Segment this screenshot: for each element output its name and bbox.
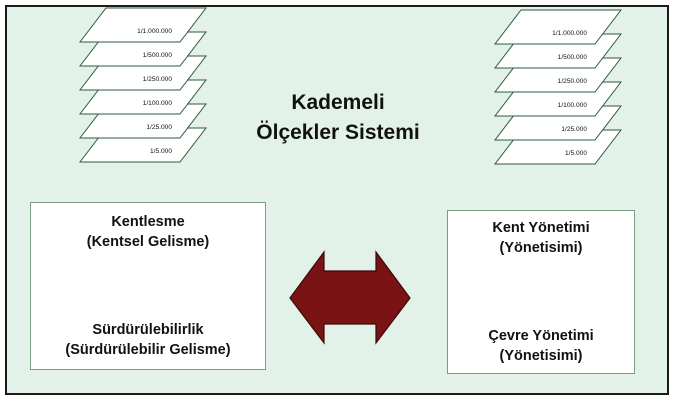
right-top-line-2: (Yönetisimi)	[499, 240, 583, 256]
left-scale-stack: 1/5.000 1/25.000 1/100.000 1/250.000 1/500.0…	[78, 7, 208, 163]
diagram-title: Kademeli Ölçekler Sistemi	[226, 88, 450, 148]
right-layer-label-5: 1/25.000	[561, 126, 587, 133]
left-layer-label-4: 1/100.000	[143, 100, 173, 107]
left-layer-label-2: 1/500.000	[143, 52, 173, 59]
right-layer-label-6: 1/5.000	[565, 150, 587, 157]
title-line-1: Kademeli	[291, 91, 385, 114]
right-layer-label-1: 1/1.000.000	[552, 30, 587, 37]
right-bottom-line-2: (Yönetisimi)	[499, 348, 583, 364]
center-horizontal-double-arrow	[289, 250, 411, 345]
left-layer-1	[78, 7, 208, 43]
right-layer-label-2: 1/500.000	[558, 54, 588, 61]
left-layer-label-6: 1/5.000	[150, 148, 172, 155]
left-layer-label-3: 1/250.000	[143, 76, 173, 83]
right-box: Kent Yönetimi (Yönetisimi) Çevre Yönetim…	[447, 210, 635, 374]
left-top-line-1: Kentlesme	[111, 214, 185, 230]
right-top-line-1: Kent Yönetimi	[492, 220, 590, 236]
right-bottom-line-1: Çevre Yönetimi	[488, 328, 594, 344]
left-bottom-line-1: Sürdürülebilirlik	[92, 322, 204, 338]
right-layer-1	[493, 9, 623, 45]
left-layer-label-5: 1/25.000	[146, 124, 172, 131]
left-box: Kentlesme (Kentsel Gelisme) Sürdürülebil…	[30, 202, 266, 370]
left-bottom-line-2: (Sürdürülebilir Gelisme)	[65, 342, 231, 358]
left-layer-label-1: 1/1.000.000	[137, 28, 172, 35]
title-line-2: Ölçekler Sistemi	[256, 121, 420, 144]
left-top-line-2: (Kentsel Gelisme)	[86, 234, 210, 250]
right-scale-stack: 1/5.000 1/25.000 1/100.000 1/250.000 1/500.0…	[493, 9, 623, 165]
right-layer-label-4: 1/100.000	[558, 102, 588, 109]
right-layer-label-3: 1/250.000	[558, 78, 588, 85]
